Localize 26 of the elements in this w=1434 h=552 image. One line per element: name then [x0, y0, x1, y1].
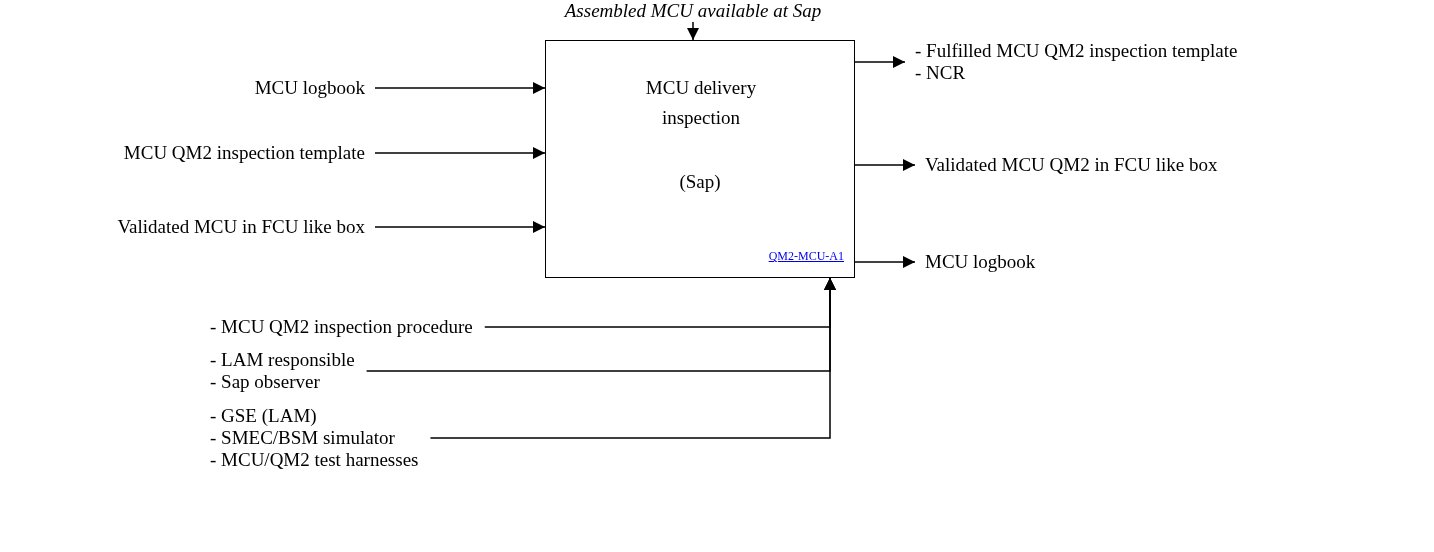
- arrow: [374, 221, 546, 233]
- process-box: [545, 40, 855, 278]
- flow-label: MCU logbook: [925, 251, 1036, 273]
- process-title: MCU delivery inspection: [644, 76, 758, 130]
- reference-link: QM2-MCU-A1: [768, 249, 844, 263]
- flow-label: - SMEC/BSM simulator: [210, 427, 396, 449]
- flow-label: - MCU/QM2 test harnesses: [210, 449, 419, 471]
- arrow: [854, 159, 916, 171]
- arrow: [429, 277, 836, 439]
- flow-label: - NCR: [915, 62, 967, 84]
- flow-label: - Sap observer: [210, 371, 321, 393]
- arrow: [854, 256, 916, 268]
- arrow: [374, 82, 546, 94]
- flow-label: - MCU QM2 inspection procedure: [210, 316, 473, 338]
- flow-label: - Fulfilled MCU QM2 inspection template: [915, 40, 1238, 62]
- flow-label: Validated MCU QM2 in FCU like box: [925, 154, 1218, 176]
- flow-label: MCU QM2 inspection template: [123, 142, 365, 164]
- flow-label: Validated MCU in FCU like box: [117, 216, 365, 238]
- process-owner: (Sap): [678, 171, 722, 193]
- flow-label: - GSE (LAM): [210, 405, 318, 427]
- arrow: [687, 21, 699, 41]
- flow-label: Assembled MCU available at Sap: [564, 0, 822, 22]
- arrow: [374, 147, 546, 159]
- flow-label: MCU logbook: [254, 77, 365, 99]
- arrow: [854, 56, 906, 68]
- flow-label: - LAM responsible: [210, 349, 355, 371]
